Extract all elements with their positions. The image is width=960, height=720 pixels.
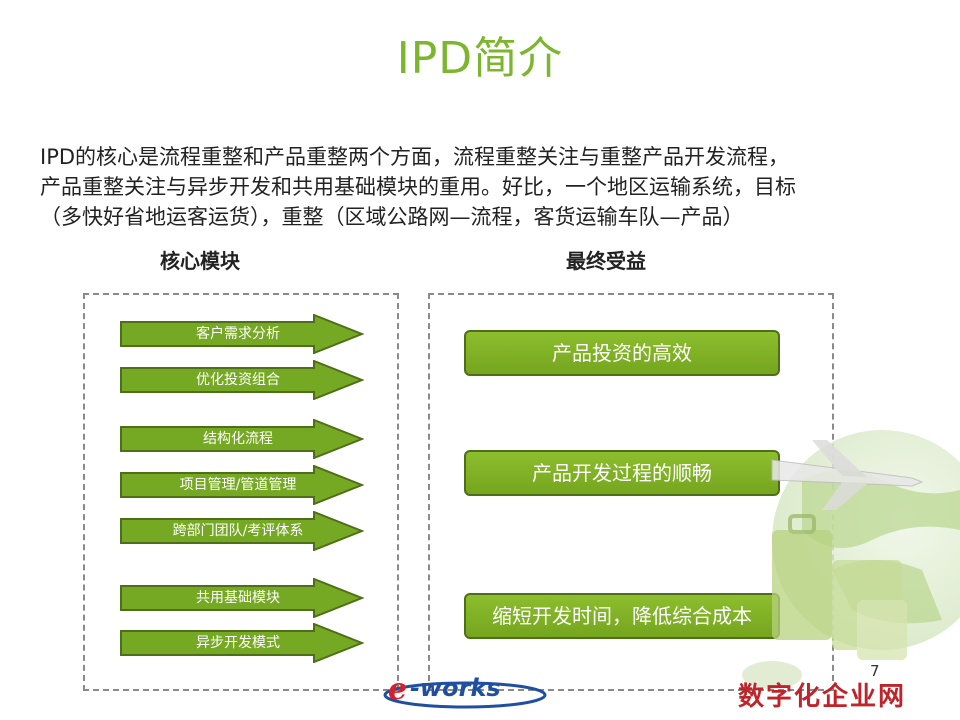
arrow-shape bbox=[120, 419, 364, 459]
svg-text:e: e bbox=[388, 672, 407, 707]
module-label: 结构化流程 bbox=[203, 431, 273, 447]
module-label: 异步开发模式 bbox=[196, 635, 280, 651]
module-arrow: 跨部门团队/考评体系 bbox=[120, 511, 364, 551]
intro-line: （多快好省地运客运货），重整（区域公路网—流程，客货运输车队—产品） bbox=[40, 205, 744, 229]
module-arrow: 共用基础模块 bbox=[120, 578, 364, 618]
arrow-shape bbox=[120, 314, 364, 354]
module-label: 客户需求分析 bbox=[196, 326, 280, 342]
arrow-shape bbox=[120, 511, 364, 551]
module-arrow: 结构化流程 bbox=[120, 419, 364, 459]
intro-line: IPD的核心是流程重整和产品重整两个方面，流程重整关注与重整产品开发流程， bbox=[40, 145, 790, 169]
module-label: 项目管理/管道管理 bbox=[179, 477, 297, 493]
watermark-text: 数字化企业网 bbox=[738, 682, 907, 712]
page-number: 7 bbox=[870, 662, 880, 680]
eworks-logo: e -works bbox=[383, 672, 547, 709]
intro-line: 产品重整关注与异步开发和共用基础模块的重用。好比，一个地区运输系统，目标 bbox=[40, 175, 796, 199]
benefit-box: 缩短开发时间，降低综合成本 bbox=[464, 593, 780, 639]
intro-paragraph: IPD的核心是流程重整和产品重整两个方面，流程重整关注与重整产品开发流程， 产品… bbox=[40, 142, 920, 232]
svg-text:-works: -works bbox=[410, 674, 501, 702]
benefit-box: 产品开发过程的顺畅 bbox=[464, 450, 780, 496]
module-arrow: 项目管理/管道管理 bbox=[120, 465, 364, 505]
core-modules-box bbox=[83, 293, 399, 691]
module-label: 共用基础模块 bbox=[196, 590, 280, 606]
module-arrow: 优化投资组合 bbox=[120, 360, 364, 400]
luggage-icon bbox=[772, 514, 907, 660]
module-arrow: 异步开发模式 bbox=[120, 623, 364, 663]
globe-travel-illustration bbox=[742, 430, 960, 689]
module-arrow: 客户需求分析 bbox=[120, 314, 364, 354]
module-label: 优化投资组合 bbox=[196, 372, 280, 388]
shoe-shape bbox=[742, 661, 802, 689]
airplane-icon bbox=[771, 440, 924, 510]
core-modules-heading: 核心模块 bbox=[160, 249, 240, 273]
module-label: 跨部门团队/考评体系 bbox=[172, 523, 304, 539]
benefit-box: 产品投资的高效 bbox=[464, 330, 780, 376]
arrow-shape bbox=[120, 578, 364, 618]
slide-title: IPD简介 bbox=[396, 33, 564, 84]
arrow-shape bbox=[120, 465, 364, 505]
final-benefits-heading: 最终受益 bbox=[566, 249, 646, 273]
arrow-shape bbox=[120, 623, 364, 663]
arrow-shape bbox=[120, 360, 364, 400]
